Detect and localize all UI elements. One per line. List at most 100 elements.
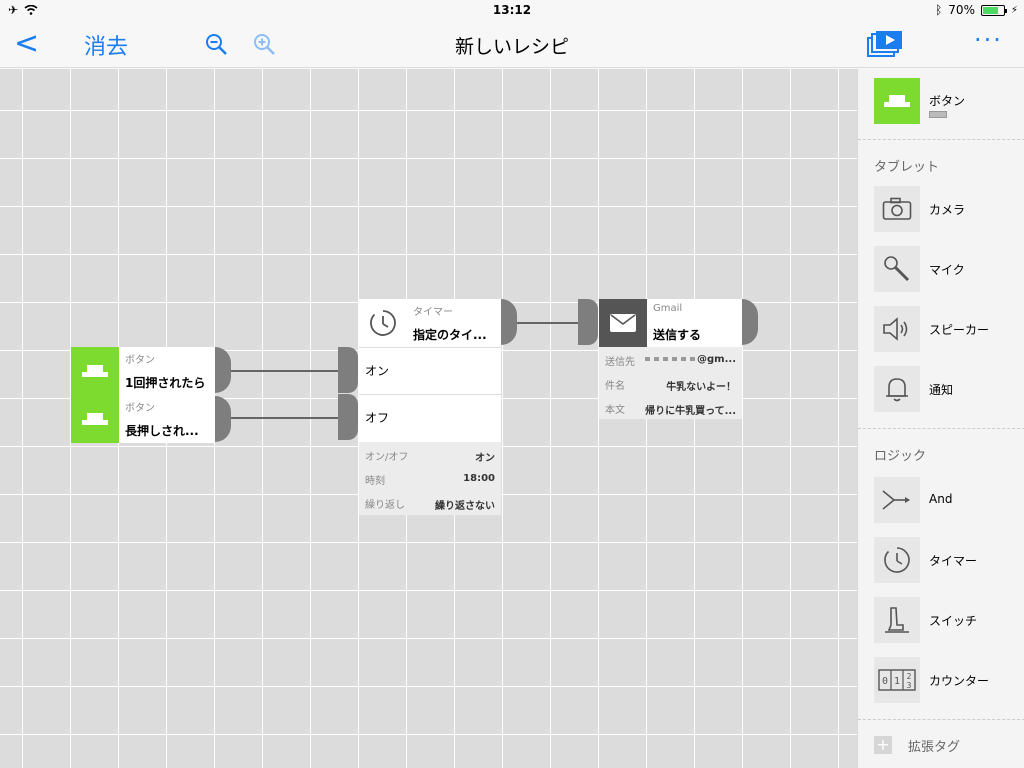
extension-tags-label: 拡張タグ — [908, 740, 961, 755]
property-value: @gm... — [697, 354, 736, 365]
palette-item-camera[interactable]: カメラ — [874, 186, 1024, 234]
section-separator — [858, 719, 1024, 720]
timer-icon — [874, 537, 920, 583]
block-type-label: Gmail — [653, 303, 683, 314]
divider — [359, 394, 501, 395]
svg-text:3: 3 — [907, 681, 912, 690]
property-row: 送信先 @gm... — [599, 347, 742, 371]
property-key: 繰り返し — [365, 500, 405, 511]
palette-item-switch[interactable]: スイッチ — [874, 597, 1024, 645]
plus-icon: + — [874, 736, 892, 754]
status-time: 13:12 — [492, 3, 532, 17]
battery-icon — [980, 4, 1007, 16]
palette-item-button[interactable]: ボタン — [874, 78, 1024, 126]
battery-level-icon — [929, 111, 947, 118]
input-connector[interactable] — [578, 299, 598, 345]
button-tile — [71, 395, 119, 443]
status-right: ᛒ 70% ⚡ — [935, 3, 1018, 17]
block-type-label: ボタン — [125, 403, 155, 414]
zoom-in-icon[interactable] — [252, 32, 276, 56]
property-key: 件名 — [605, 381, 625, 392]
block-trigger-label: 長押しされ... — [125, 424, 199, 438]
input-connector-on[interactable] — [338, 347, 358, 393]
property-row: 件名 牛乳ないよー！ — [599, 371, 742, 395]
svg-text:2: 2 — [907, 672, 912, 681]
palette-item-notification[interactable]: 通知 — [874, 366, 1024, 414]
property-row: 本文 帰りに牛乳買って... — [599, 395, 742, 419]
timer-on-input-label: オン — [365, 364, 390, 378]
palette-item-label: タイマー — [929, 554, 978, 568]
wire-timer-gmail — [516, 322, 580, 324]
block-trigger-label: 1回押されたら — [125, 376, 206, 390]
palette-item-label: ボタン — [929, 94, 966, 108]
bell-icon — [874, 366, 920, 412]
output-connector[interactable] — [215, 347, 231, 393]
output-connector[interactable] — [215, 396, 231, 442]
palette-item-label: カウンター — [929, 674, 990, 688]
timer-properties[interactable]: オン/オフ オン 時刻 18:00 繰り返し 繰り返さない — [359, 442, 501, 515]
palette-item-label: スイッチ — [929, 614, 978, 628]
section-separator — [858, 139, 1024, 140]
palette-item-and[interactable]: And — [874, 477, 1024, 525]
button-block-long-press[interactable]: ボタン 長押しされ... — [71, 395, 231, 443]
push-button-icon — [82, 413, 108, 425]
camera-icon — [874, 186, 920, 232]
output-connector[interactable] — [501, 299, 517, 345]
property-key: オン/オフ — [365, 452, 409, 463]
property-row: 時刻 18:00 — [359, 466, 501, 490]
divider — [359, 347, 501, 348]
property-value: 18:00 — [463, 473, 495, 484]
microphone-icon — [874, 246, 920, 292]
extension-tags-button[interactable]: + 拡張タグ — [874, 735, 1024, 757]
property-key: 時刻 — [365, 476, 385, 487]
output-connector[interactable] — [742, 299, 758, 345]
back-button[interactable]: < — [14, 26, 40, 61]
nav-bar: < 消去 新しいレシピ ··· — [0, 20, 1024, 68]
clear-button[interactable]: 消去 — [84, 35, 129, 60]
palette-item-label: スピーカー — [929, 323, 990, 337]
wire-button2-timer-off — [230, 417, 340, 419]
block-type-label: タイマー — [413, 307, 453, 318]
gmail-block[interactable]: Gmail 送信する — [578, 299, 758, 347]
status-left: ✈ — [8, 3, 38, 17]
svg-text:0: 0 — [882, 676, 888, 687]
timer-off-input-label: オフ — [365, 411, 390, 425]
zoom-out-icon[interactable] — [204, 32, 228, 56]
timer-block[interactable]: タイマー 指定のタイ... オン オフ — [338, 299, 517, 442]
palette-item-label: 通知 — [929, 383, 954, 397]
push-button-icon — [82, 365, 108, 377]
input-connector-off[interactable] — [338, 394, 358, 440]
push-button-icon — [874, 78, 920, 124]
mail-icon — [610, 314, 636, 332]
palette-item-timer[interactable]: タイマー — [874, 537, 1024, 585]
palette-item-label: And — [929, 492, 953, 506]
palette-item-label: カメラ — [929, 203, 966, 217]
gmail-properties[interactable]: 送信先 @gm... 件名 牛乳ないよー！ 本文 帰りに牛乳買って... — [599, 347, 742, 419]
block-type-label: ボタン — [125, 355, 155, 366]
recipe-canvas[interactable]: ボタン 1回押されたら ボタン 長押しされ... タイマー 指定のタイ... オ… — [0, 69, 857, 768]
wifi-icon — [24, 5, 38, 15]
and-icon — [874, 477, 920, 523]
block-action-label: 指定のタイ... — [413, 328, 487, 342]
battery-percent: 70% — [948, 3, 975, 17]
palette-item-microphone[interactable]: マイク — [874, 246, 1024, 294]
more-button[interactable]: ··· — [974, 26, 1003, 54]
palette-item-speaker[interactable]: スピーカー — [874, 306, 1024, 354]
palette-item-label: マイク — [929, 263, 965, 277]
property-row: オン/オフ オン — [359, 442, 501, 466]
property-value: 帰りに牛乳買って... — [645, 406, 736, 417]
redacted-address — [645, 357, 695, 361]
status-bar: ✈ 13:12 ᛒ 70% ⚡ — [0, 0, 1024, 20]
property-value: 牛乳ないよー！ — [666, 382, 736, 393]
switch-icon — [874, 597, 920, 643]
button-block-single-press[interactable]: ボタン 1回押されたら — [71, 347, 231, 395]
charging-icon: ⚡ — [1010, 4, 1018, 16]
timer-icon — [370, 310, 396, 336]
section-separator — [858, 428, 1024, 429]
svg-text:1: 1 — [894, 676, 900, 687]
section-title-tablet: タブレット — [874, 160, 940, 175]
play-recipe-icon[interactable] — [866, 30, 904, 58]
block-palette-sidebar: ボタン タブレット カメラ マイク スピーカー 通知 ロジック And — [857, 69, 1024, 768]
